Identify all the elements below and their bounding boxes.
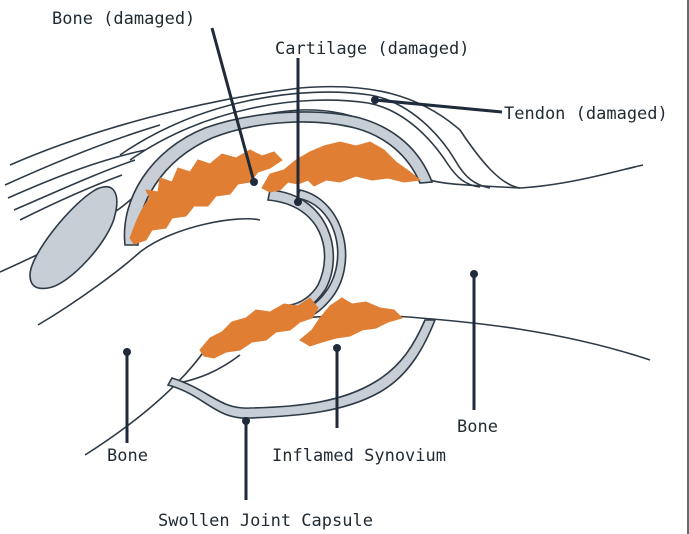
sesamoid-bone <box>30 187 117 289</box>
swollen-joint-capsule-shape <box>168 320 435 418</box>
inflamed-synovium-tissue <box>130 142 420 358</box>
dot-cartilage-damaged <box>294 198 302 206</box>
label-swollen-joint-capsule: Swollen Joint Capsule <box>158 511 373 531</box>
dot-tendon-damaged <box>371 96 379 104</box>
dot-inflamed-synovium <box>333 344 341 352</box>
dot-bone-damaged <box>250 178 258 186</box>
dot-bone-left <box>123 348 131 356</box>
label-inflamed-synovium: Inflamed Synovium <box>272 446 446 466</box>
dot-swollen-joint-capsule <box>242 417 250 425</box>
label-cartilage-damaged: Cartilage (damaged) <box>275 39 469 59</box>
label-bone-damaged: Bone (damaged) <box>52 9 195 29</box>
label-tendon-damaged: Tendon (damaged) <box>504 104 668 124</box>
label-bone-left: Bone <box>107 446 148 466</box>
label-bone-right: Bone <box>457 417 498 437</box>
leader-lines <box>127 28 502 500</box>
dot-bone-right <box>470 270 478 278</box>
